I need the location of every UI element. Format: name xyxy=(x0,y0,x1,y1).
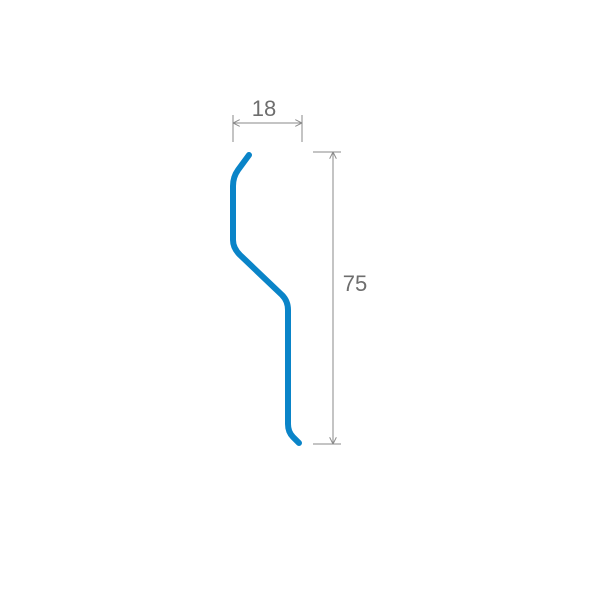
height-dimension-label: 75 xyxy=(343,271,367,296)
width-dimension-label: 18 xyxy=(252,96,276,121)
profile-shape xyxy=(230,152,302,446)
height-dimension: 75 xyxy=(313,151,367,445)
width-dimension: 18 xyxy=(232,96,303,142)
